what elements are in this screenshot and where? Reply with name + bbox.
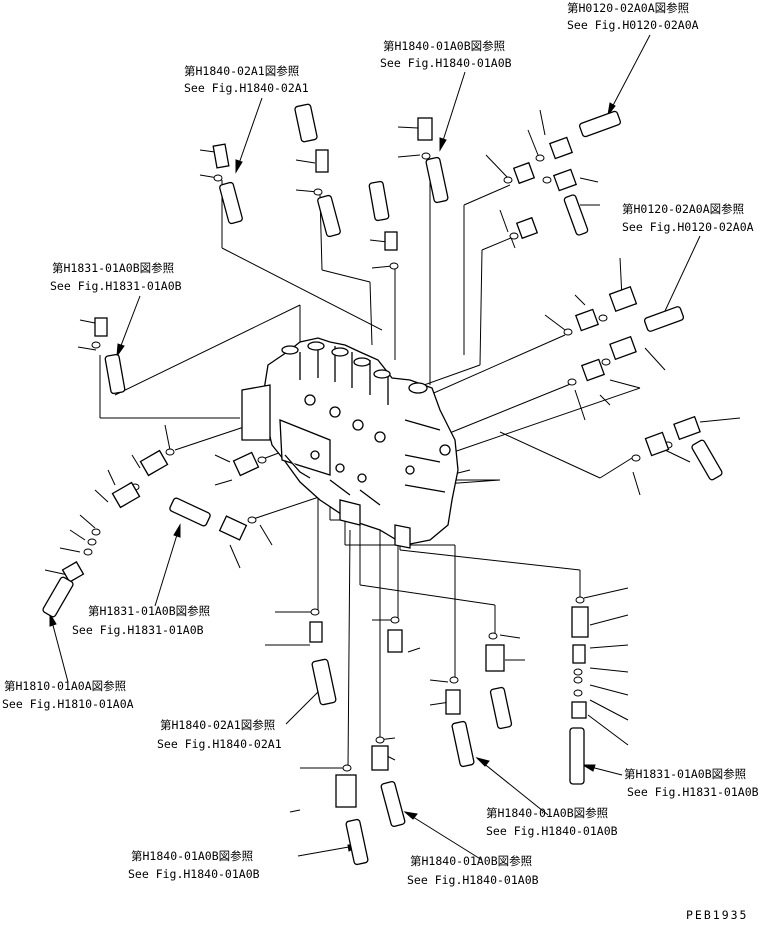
callout-ticks	[44, 109, 741, 813]
reference-label-en: See Fig.H0120-02A0A	[567, 18, 699, 32]
reference-label-h1831-right[interactable]: 第H1831-01A0B図参照 See Fig.H1831-01A0B	[624, 767, 759, 799]
reference-label-h1840-01a0b-bc[interactable]: 第H1840-01A0B図参照 See Fig.H1840-01A0B	[407, 854, 539, 887]
reference-label-h1840-02a1-top[interactable]: 第H1840-02A1図参照 See Fig.H1840-02A1	[184, 64, 309, 95]
reference-label-en: See Fig.H1831-01A0B	[72, 623, 204, 637]
reference-label-en: See Fig.H1840-02A1	[157, 737, 282, 751]
reference-label-jp: 第H1840-01A0B図参照	[410, 854, 532, 868]
control-valve-body	[241, 337, 459, 549]
reference-label-h1831-center[interactable]: 第H1831-01A0B図参照 See Fig.H1831-01A0B	[72, 604, 210, 637]
reference-label-jp: 第H0120-02A0A図参照	[567, 1, 689, 15]
reference-label-jp: 第H1831-01A0B図参照	[624, 767, 746, 781]
o-ring	[83, 152, 673, 772]
reference-label-en: See Fig.H1840-01A0B	[407, 873, 539, 887]
reference-label-en: See Fig.H1831-01A0B	[50, 279, 182, 293]
fitting-part	[42, 317, 260, 618]
reference-label-en: See Fig.H1840-02A1	[184, 81, 309, 95]
reference-label-h1840-01a0b-mid[interactable]: 第H1840-01A0B図参照 See Fig.H1840-01A0B	[486, 806, 618, 838]
fitting-part	[309, 606, 589, 866]
reference-label-en: See Fig.H1840-01A0B	[128, 867, 260, 881]
reference-label-jp: 第H1840-02A1図参照	[160, 718, 275, 732]
fittings	[42, 103, 723, 866]
reference-label-h1831-left[interactable]: 第H1831-01A0B図参照 See Fig.H1831-01A0B	[50, 261, 182, 293]
drawing-code: PEB1935	[686, 908, 748, 922]
fitting-part	[212, 103, 449, 251]
reference-label-jp: 第H1840-01A0B図参照	[131, 849, 253, 863]
reference-label-h1840-01a0b-top[interactable]: 第H1840-01A0B図参照 See Fig.H1840-01A0B	[380, 39, 512, 70]
reference-label-h1810-left[interactable]: 第H1810-01A0A図参照 See Fig.H1810-01A0A	[2, 679, 134, 711]
reference-label-jp: 第H0120-02A0A図参照	[622, 202, 744, 216]
reference-label-h1840-02a1-bottom[interactable]: 第H1840-02A1図参照 See Fig.H1840-02A1	[157, 718, 282, 751]
reference-label-en: See Fig.H1810-01A0A	[2, 697, 134, 711]
reference-label-en: See Fig.H1840-01A0B	[486, 824, 618, 838]
reference-label-jp: 第H1831-01A0B図参照	[52, 261, 174, 275]
reference-label-jp: 第H1831-01A0B図参照	[88, 604, 210, 618]
reference-label-h1840-01a0b-bl[interactable]: 第H1840-01A0B図参照 See Fig.H1840-01A0B	[128, 849, 260, 881]
fitting-part	[512, 110, 723, 481]
reference-label-h0120-right[interactable]: 第H0120-02A0A図参照 See Fig.H0120-02A0A	[622, 202, 754, 234]
reference-label-en: See Fig.H1840-01A0B	[380, 56, 512, 70]
reference-label-en: See Fig.H1831-01A0B	[627, 785, 759, 799]
reference-label-en: See Fig.H0120-02A0A	[622, 220, 754, 234]
reference-label-jp: 第H1840-02A1図参照	[184, 64, 299, 78]
reference-label-jp: 第H1840-01A0B図参照	[383, 39, 505, 53]
reference-label-jp: 第H1810-01A0A図参照	[4, 679, 126, 693]
reference-label-jp: 第H1840-01A0B図参照	[486, 806, 608, 820]
reference-label-h0120-top[interactable]: 第H0120-02A0A図参照 See Fig.H0120-02A0A	[567, 1, 699, 32]
